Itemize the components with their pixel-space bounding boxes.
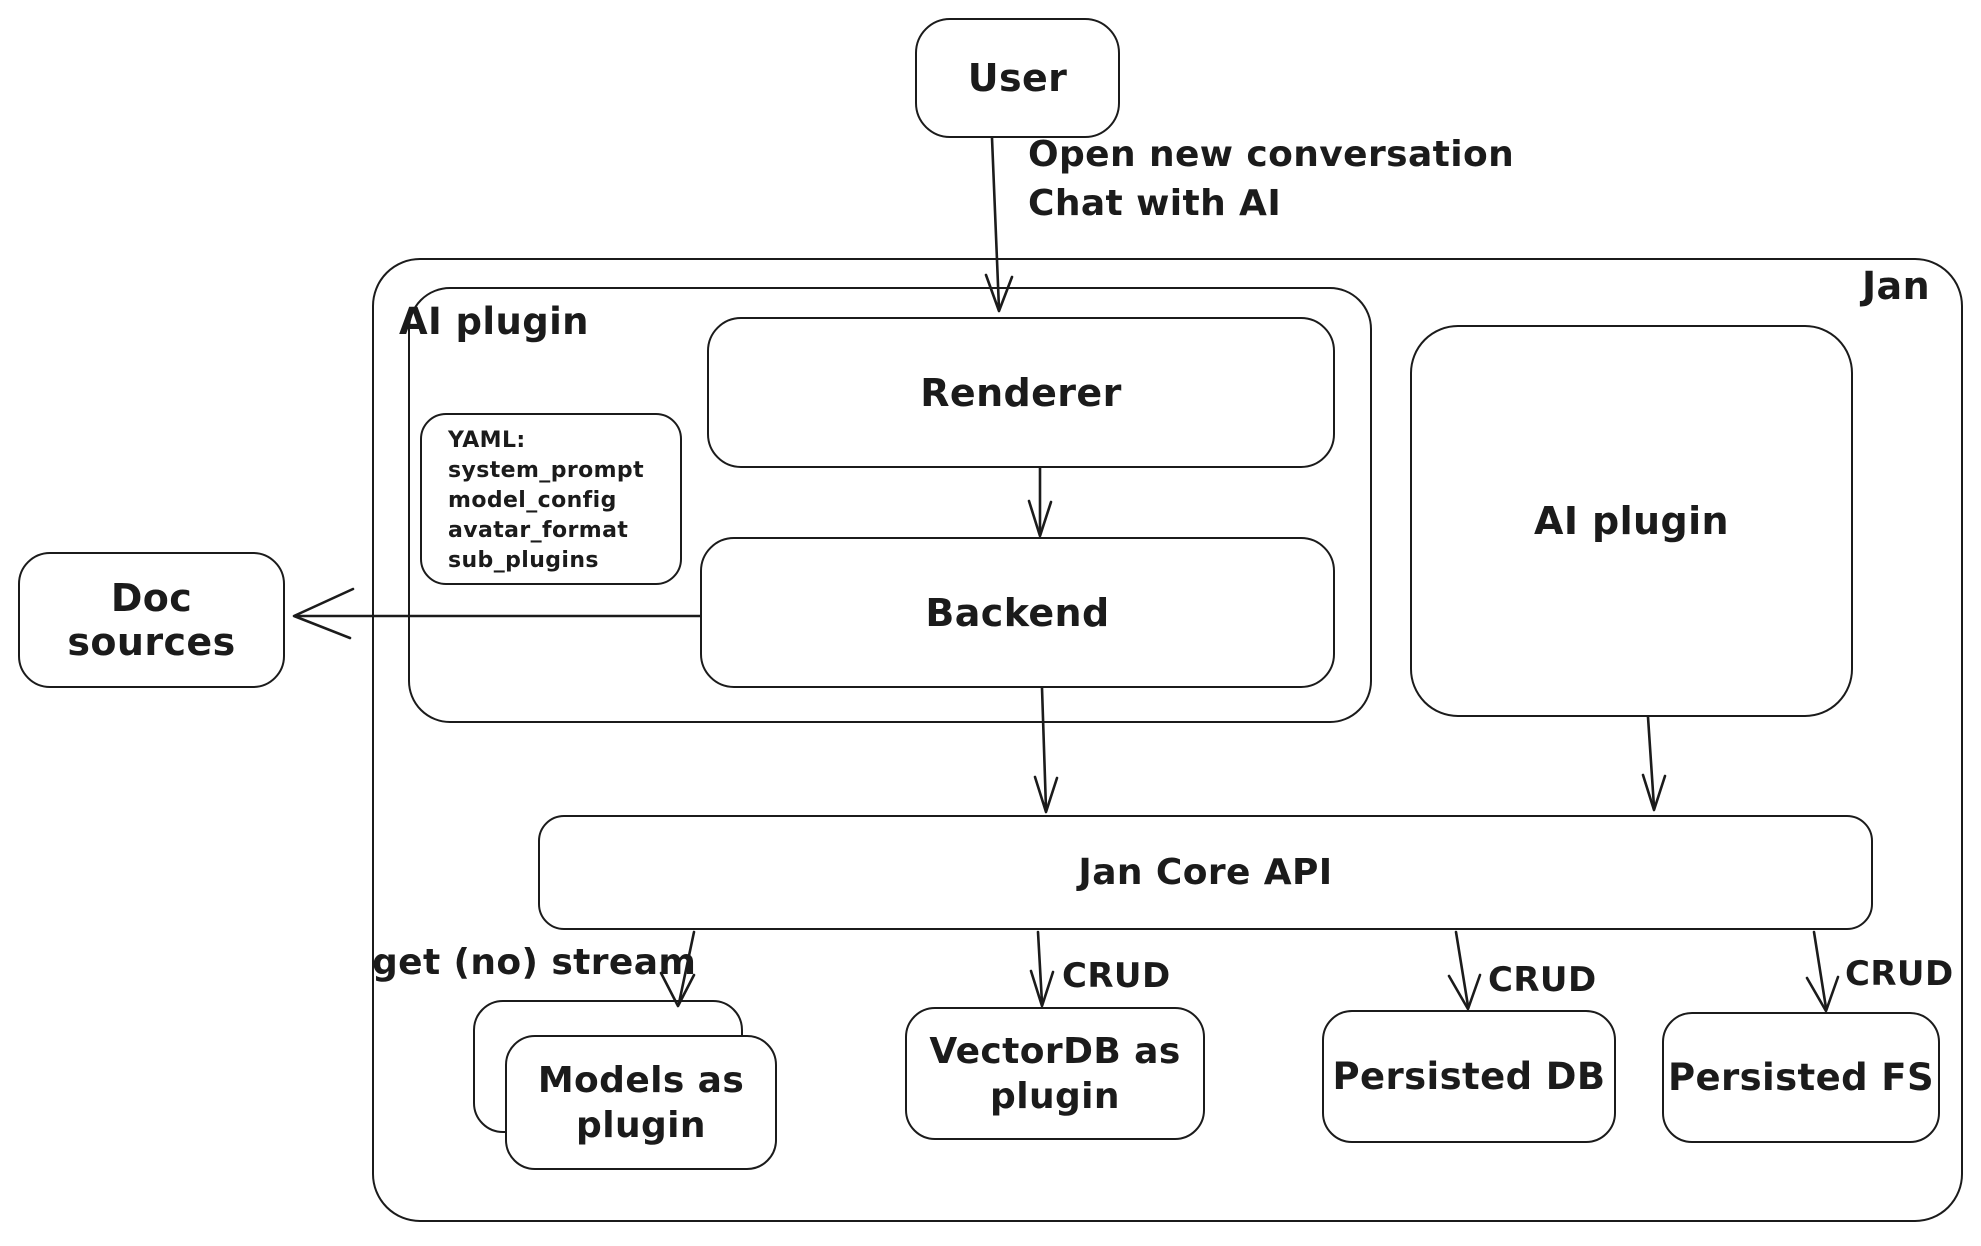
user-node: User [915, 18, 1120, 138]
jan-container-label: Jan [1862, 264, 1931, 308]
edge-label-user-flow-line2: Chat with AI [1028, 183, 1282, 224]
yaml-note-line: model_config [448, 488, 617, 513]
yaml-note-line: sub_plugins [448, 548, 599, 573]
doc-sources-node: Doc sources [18, 552, 285, 688]
ai-plugin-container [408, 287, 1372, 723]
renderer-node: Renderer [707, 317, 1335, 468]
edge-label-get-no-stream: get (no) stream [372, 942, 697, 983]
vectordb-plugin-node: VectorDB as plugin [905, 1007, 1205, 1140]
persisted-fs-node-label: Persisted FS [1667, 1056, 1935, 1099]
yaml-note: YAML: system_prompt model_config avatar_… [420, 413, 682, 585]
vectordb-plugin-node-label: VectorDB as plugin [929, 1030, 1181, 1117]
yaml-note-title: YAML: [448, 428, 526, 453]
user-node-label: User [967, 56, 1068, 100]
yaml-note-line: system_prompt [448, 458, 644, 483]
models-plugin-node-label: Models as plugin [537, 1059, 745, 1146]
edge-label-user-flow: Open new conversation Chat with AI [1028, 130, 1514, 228]
ai-plugin-node: AI plugin [1410, 325, 1853, 717]
edge-label-crud-persisted-db: CRUD [1488, 960, 1597, 1000]
yaml-note-line: avatar_format [448, 518, 629, 543]
ai-plugin-container-label: AI plugin [399, 300, 589, 343]
persisted-db-node-label: Persisted DB [1332, 1055, 1606, 1098]
ai-plugin-node-label: AI plugin [1534, 499, 1729, 543]
persisted-db-node: Persisted DB [1322, 1010, 1616, 1143]
doc-sources-node-label: Doc sources [67, 576, 236, 664]
persisted-fs-node: Persisted FS [1662, 1012, 1940, 1143]
jan-core-api-node: Jan Core API [538, 815, 1873, 930]
edge-label-crud-vectordb: CRUD [1062, 956, 1171, 996]
jan-container [372, 258, 1963, 1222]
edge-label-crud-persisted-fs: CRUD [1845, 954, 1954, 994]
edge-label-user-flow-line1: Open new conversation [1028, 134, 1515, 175]
backend-node-label: Backend [925, 590, 1110, 635]
renderer-node-label: Renderer [920, 370, 1122, 415]
models-plugin-node: Models as plugin [505, 1035, 777, 1170]
jan-core-api-node-label: Jan Core API [1078, 852, 1333, 893]
backend-node: Backend [700, 537, 1335, 688]
